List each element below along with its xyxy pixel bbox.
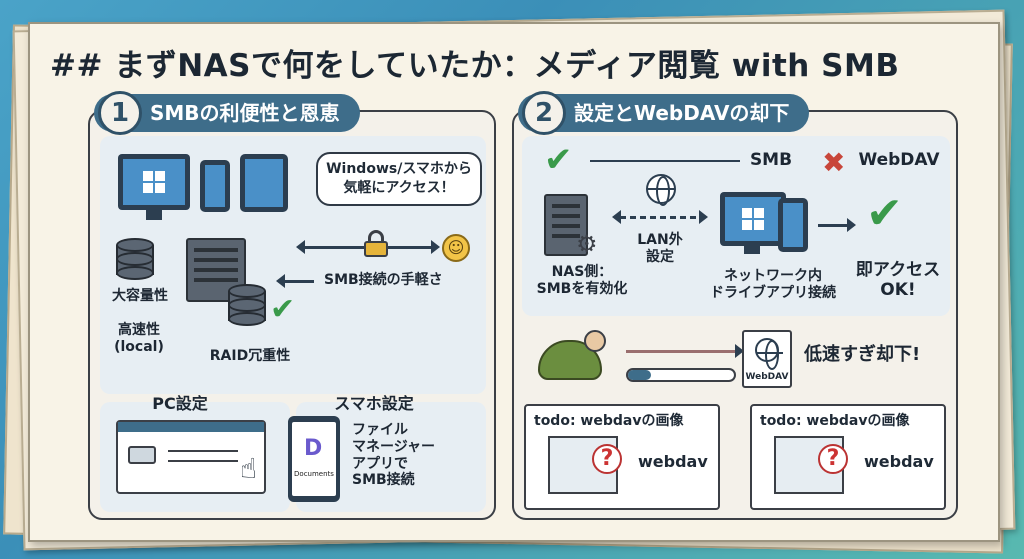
nas-side-label: NAS側： SMBを有効化: [536, 264, 628, 297]
desktop-monitor-icon: [118, 154, 190, 210]
smb-easy-label: SMB接続の手軽さ: [324, 272, 443, 288]
panel-number-2: 2: [522, 91, 566, 135]
smartphone-icon: [200, 160, 230, 212]
phone-icon: [778, 198, 808, 252]
panel-smb-benefits: 1 SMBの利便性と恩恵 Windows/スマホから 気軽にアクセス！ 大容量性…: [88, 91, 496, 520]
speed-label: 高速性 (local): [114, 322, 164, 355]
lan-outside-label: LAN外 設定: [637, 232, 683, 265]
lan-arrow: [612, 210, 708, 224]
todo-text-2: webdav: [864, 452, 934, 471]
database-icon: [116, 238, 154, 282]
globe-icon: [646, 174, 676, 206]
smile-icon: ☺: [442, 234, 470, 262]
instant-access-label: 即アクセス OK!: [855, 260, 941, 301]
panel-header-2: 2 設定とWebDAVの却下: [518, 91, 810, 135]
check-icon-ok: ✔: [866, 188, 903, 239]
page-title: ## まずNASで何をしていたか：メディア閲覧 with SMB: [50, 48, 900, 84]
check-icon: ✔: [270, 292, 296, 327]
panel-heading-2: 設定とWebDAVの却下: [574, 101, 790, 125]
todo-card-1: todo: webdavの画像 ? webdav: [524, 404, 720, 510]
slow-arrow: [626, 344, 744, 358]
pc-settings-label: PC設定: [152, 394, 208, 413]
phone-settings-label: スマホ設定: [334, 394, 414, 413]
webdav-file-icon: WebDAV: [742, 330, 792, 388]
panel-number-1: 1: [98, 91, 142, 135]
gear-icon: ⚙: [576, 230, 598, 258]
todo-title-2: todo: webdavの画像: [760, 413, 910, 429]
cross-icon: ✖: [822, 146, 846, 179]
todo-text-1: webdav: [638, 452, 708, 471]
raid-database-icon: [228, 284, 266, 328]
tablet-icon: [240, 154, 288, 212]
smb-arrow: [276, 274, 314, 288]
raid-label: RAID冗重性: [209, 348, 291, 364]
nas-server-icon-2: [544, 194, 588, 256]
panel-heading-1: SMBの利便性と恩恵: [150, 101, 340, 125]
network-drive-label: ネットワーク内 ドライブアプリ接続: [710, 268, 836, 301]
panel-header-1: 1 SMBの利便性と恩恵: [94, 91, 360, 135]
pc-window: [116, 420, 266, 494]
smb-label: SMB: [749, 150, 793, 170]
person-icon: [584, 330, 606, 352]
phone-documents-icon: D Documents: [288, 416, 340, 502]
panel-settings-webdav: 2 設定とWebDAVの却下 ✔ SMB ✖ WebDAV ⚙ NAS側： SM…: [512, 91, 958, 520]
todo-card-2: todo: webdavの画像 ? webdav: [750, 404, 946, 510]
access-bubble: Windows/スマホから 気軽にアクセス！: [316, 152, 482, 206]
capacity-label: 大容量性: [112, 288, 168, 304]
todo-title-1: todo: webdavの画像: [534, 413, 684, 429]
question-icon: ?: [592, 444, 622, 474]
drive-icon: [128, 446, 156, 464]
question-icon: ?: [818, 444, 848, 474]
pointer-hand-icon: ☝: [240, 452, 258, 485]
monitor-icon: [720, 192, 786, 246]
access-arrow: [818, 218, 856, 232]
webdav-label: WebDAV: [858, 150, 940, 170]
file-manager-label: ファイル マネージャー アプリで SMB接続: [352, 422, 436, 489]
check-icon-smb: ✔: [544, 140, 573, 180]
lock-icon: [362, 230, 390, 257]
progress-bar: [626, 368, 736, 382]
slow-rejected-label: 低速すぎ却下!: [804, 344, 921, 365]
